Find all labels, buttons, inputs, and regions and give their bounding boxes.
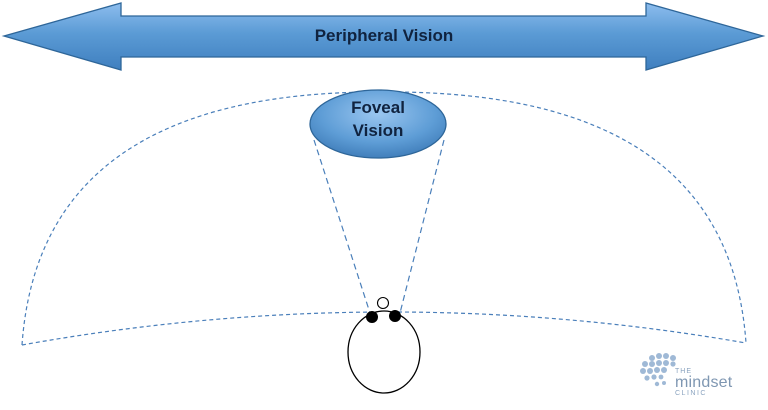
foveal-cone-left-line — [313, 139, 371, 314]
foveal-vision-ellipse — [309, 89, 447, 159]
head-shape — [347, 310, 421, 394]
logo-the-text: THE — [675, 368, 692, 375]
peripheral-vision-arrow — [1, 2, 766, 71]
logo-name-text: mindset — [675, 374, 733, 391]
left-eye — [366, 311, 378, 323]
nose-shape — [376, 296, 390, 310]
logo-sub-text: CLINIC — [675, 390, 707, 397]
foveal-label-line-2: Vision — [352, 121, 404, 140]
logo-mark-icon — [640, 353, 676, 387]
peripheral-field-arc — [21, 91, 747, 346]
peripheral-field-baseline — [21, 311, 747, 346]
foveal-vision-label: Foveal Vision — [310, 96, 446, 142]
brand-logo: THE mindset CLINIC — [675, 368, 732, 398]
peripheral-vision-label: Peripheral Vision — [314, 26, 454, 45]
foveal-label-line-1: Foveal — [351, 98, 405, 117]
foveal-cone-right-line — [399, 139, 445, 314]
right-eye — [389, 310, 401, 322]
